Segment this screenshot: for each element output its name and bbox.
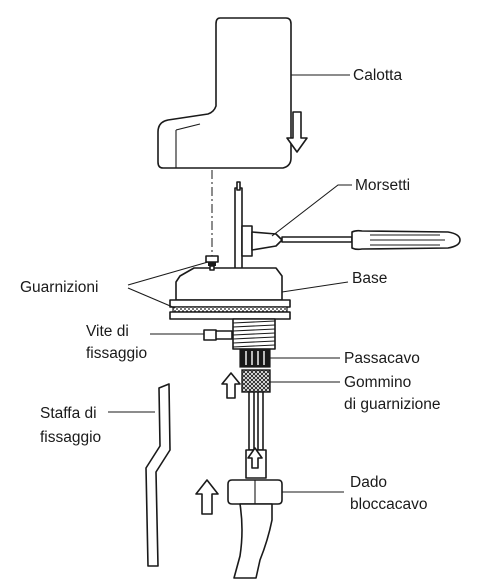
morsetti-leader bbox=[271, 184, 352, 237]
guarnizioni-leader-bottom bbox=[127, 287, 176, 309]
gommino-label-line2: di guarnizione bbox=[344, 396, 441, 413]
gommino-label-line1: Gommino bbox=[344, 374, 411, 391]
base-label: Base bbox=[352, 270, 387, 287]
dado-label-line1: Dado bbox=[350, 474, 387, 491]
gommino-part bbox=[241, 369, 271, 393]
hollow-arrow-up-small-icon bbox=[247, 447, 263, 469]
passacavo-label: Passacavo bbox=[344, 350, 420, 367]
fixing-screw-part bbox=[203, 329, 233, 341]
calotta-label: Calotta bbox=[353, 67, 402, 84]
base-part bbox=[169, 267, 291, 320]
morsetti-part bbox=[234, 181, 253, 273]
hollow-arrow-down-icon bbox=[286, 111, 308, 153]
base-leader bbox=[281, 281, 349, 293]
dado-part bbox=[227, 479, 283, 579]
morsetti-label: Morsetti bbox=[355, 177, 410, 194]
vite-label-line1: Vite di bbox=[86, 323, 129, 340]
guarnizioni-label: Guarnizioni bbox=[20, 279, 98, 296]
calotta-part bbox=[157, 17, 292, 169]
passacavo-part bbox=[232, 318, 276, 368]
dado-label-line2: bloccacavo bbox=[350, 496, 428, 513]
hollow-arrow-up-large-icon bbox=[195, 479, 219, 515]
staffa-label-line2: fissaggio bbox=[40, 429, 101, 446]
guarnizioni-leader-top bbox=[127, 261, 209, 286]
staffa-label-line1: Staffa di bbox=[40, 405, 97, 422]
hollow-arrow-up-icon bbox=[221, 372, 241, 399]
staffa-part bbox=[145, 383, 171, 567]
gasket-screw-icon bbox=[205, 255, 219, 271]
vite-label-line2: fissaggio bbox=[86, 345, 147, 362]
screwdriver-icon bbox=[251, 229, 461, 251]
